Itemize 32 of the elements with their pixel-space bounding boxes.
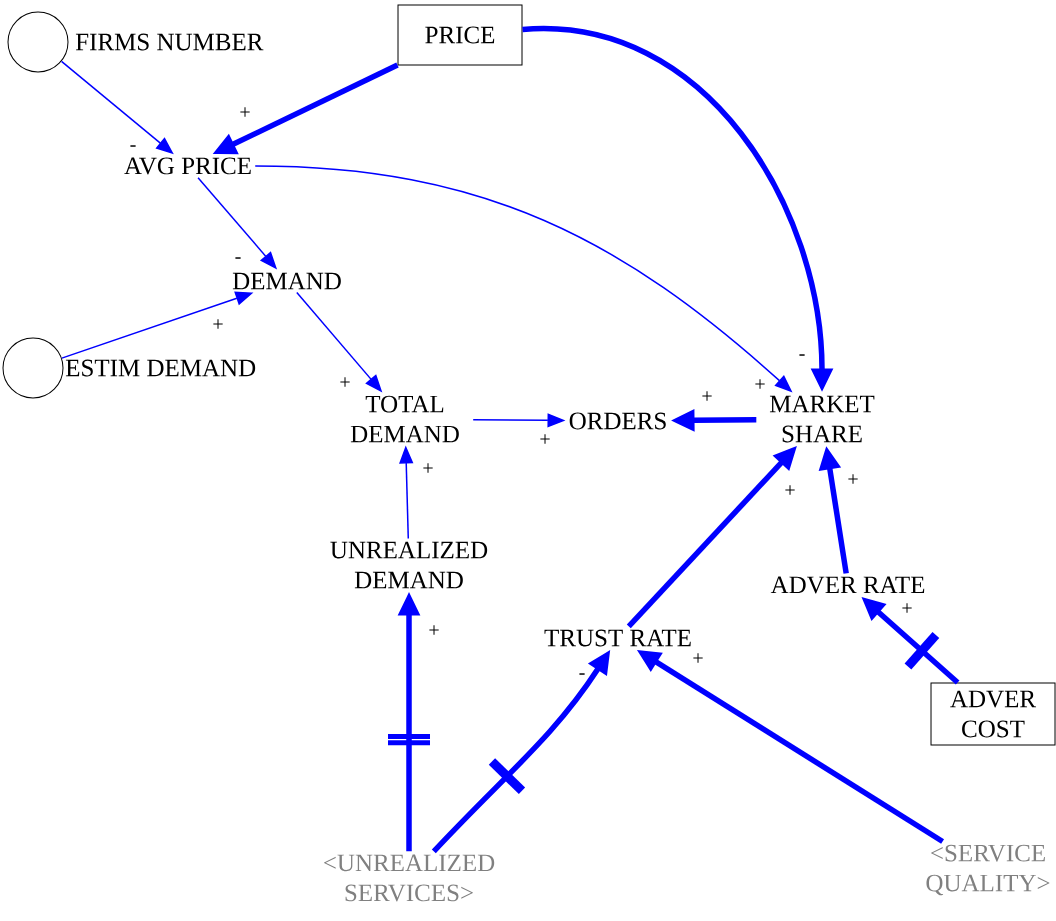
- shadow-variable-label: <UNREALIZED SERVICES>: [324, 854, 495, 902]
- variable-label: AVG PRICE: [124, 157, 251, 175]
- variable-label: ADVER RATE: [770, 576, 925, 594]
- polarity-sign: +: [693, 653, 703, 663]
- variable-label: UNREALIZED DEMAND: [330, 541, 488, 589]
- circle-symbol: [7, 11, 69, 73]
- polarity-sign: +: [755, 379, 765, 389]
- variable-box: ADVER COST: [930, 682, 1056, 746]
- polarity-sign: -: [235, 257, 241, 259]
- polarity-sign: -: [579, 673, 585, 675]
- variable-label: DEMAND: [232, 272, 341, 290]
- polarity-sign: +: [785, 485, 795, 495]
- polarity-sign: +: [902, 603, 912, 613]
- variable-label: ORDERS: [569, 412, 666, 430]
- variable-label: TRUST RATE: [544, 629, 691, 647]
- shadow-variable-label: <SERVICE QUALITY>: [926, 844, 1050, 896]
- polarity-sign: -: [130, 145, 136, 147]
- polarity-sign: -: [799, 354, 805, 356]
- polarity-sign: +: [702, 391, 712, 401]
- variable-box: PRICE: [397, 4, 523, 66]
- polarity-sign: +: [429, 625, 439, 635]
- polarity-sign: +: [213, 319, 223, 329]
- variable-label: MARKET SHARE: [769, 395, 875, 443]
- variable-label: TOTAL DEMAND: [350, 395, 459, 443]
- variable-label: ESTIM DEMAND: [65, 359, 256, 377]
- polarity-sign: +: [848, 474, 858, 484]
- variable-label: FIRMS NUMBER: [75, 33, 264, 51]
- polarity-sign: +: [340, 377, 350, 387]
- polarity-sign: +: [540, 434, 550, 444]
- circle-symbol: [2, 337, 64, 399]
- polarity-sign: +: [423, 463, 433, 473]
- polarity-sign: +: [240, 107, 250, 117]
